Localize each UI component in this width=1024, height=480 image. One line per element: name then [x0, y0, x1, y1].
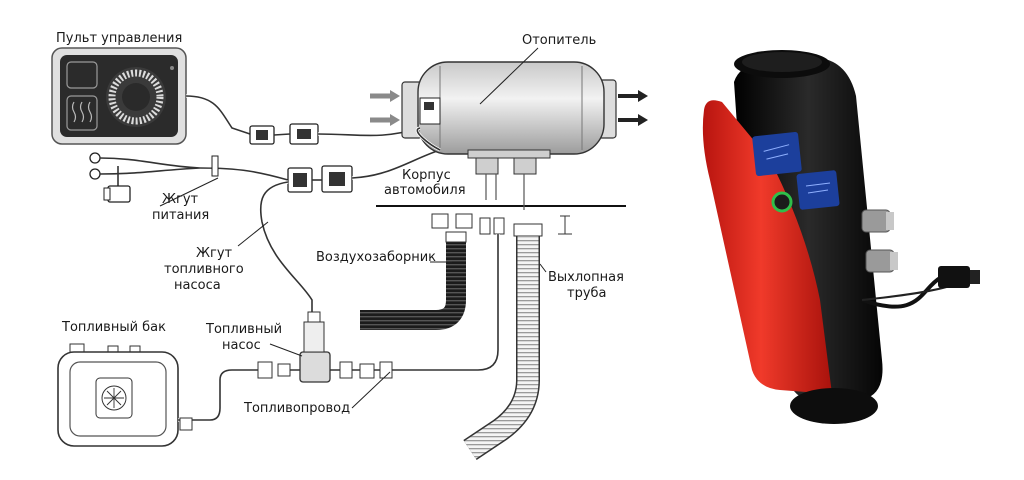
air-flow-arrows [370, 90, 648, 126]
label-pump-harness-2: топливного [164, 262, 244, 277]
label-exhaust-2: труба [567, 286, 607, 301]
label-heater: Отопитель [522, 33, 596, 48]
heater-diagram [401, 61, 617, 175]
label-air-intake: Воздухозаборник [316, 250, 436, 265]
label-exhaust-1: Выхлопная [548, 270, 624, 285]
label-fuel-pump-2: насос [222, 338, 261, 353]
label-fuel-tank: Топливный бак [61, 320, 166, 335]
heater-product-photo [702, 50, 980, 424]
label-car-body-2: автомобиля [384, 183, 466, 198]
exhaust-pipe [463, 236, 540, 460]
power-harness [89, 148, 441, 203]
air-intake-hose [360, 231, 467, 330]
label-pump-harness-3: насоса [174, 278, 221, 293]
panel-connector [249, 123, 319, 145]
label-power-harness-1: Жгут [162, 192, 199, 207]
control-panel [51, 47, 187, 145]
fuel-tank [57, 343, 179, 447]
label-control-panel: Пульт управления [56, 31, 182, 46]
label-fuel-line: Топливопровод [243, 401, 350, 416]
label-car-body-1: Корпус [402, 168, 451, 183]
fuel-pump [257, 311, 400, 383]
label-fuel-pump-1: Топливный [205, 322, 282, 337]
mounting-brackets [431, 213, 572, 237]
label-power-harness-2: питания [152, 208, 209, 223]
label-pump-harness-1: Жгут [196, 246, 233, 261]
